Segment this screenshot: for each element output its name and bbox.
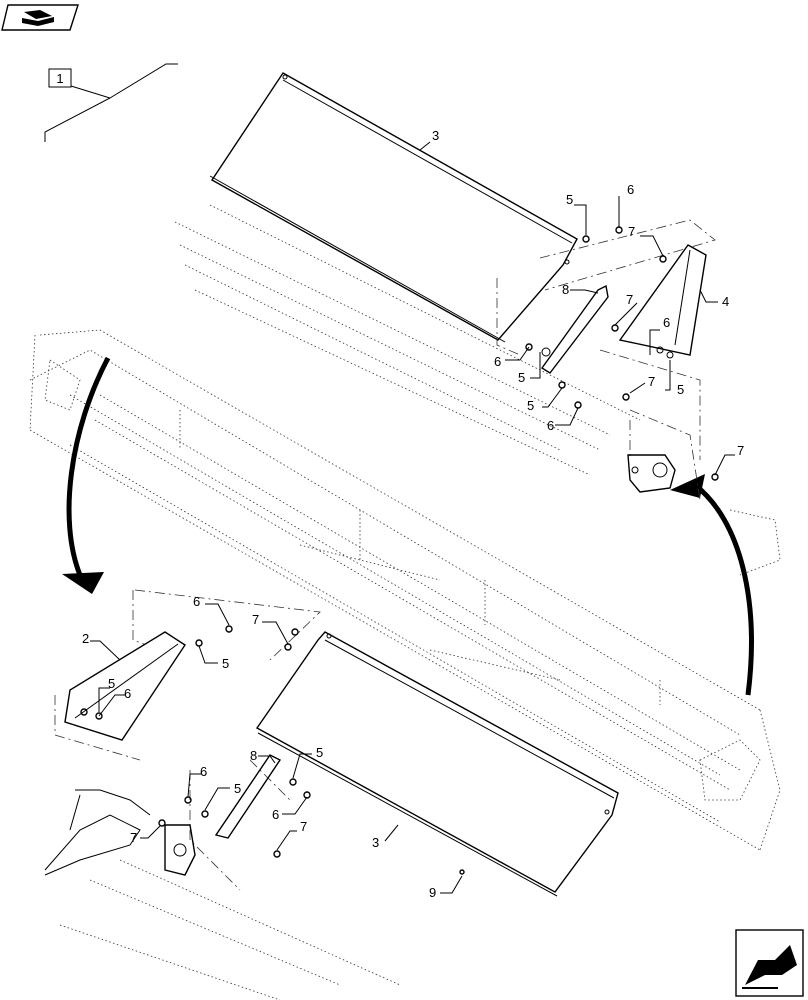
callout: 6 xyxy=(124,686,131,701)
header-frame xyxy=(29,329,781,851)
callout: 9 xyxy=(429,885,436,900)
callout: 5 xyxy=(518,370,525,385)
callout: 5 xyxy=(566,192,573,207)
callout: 3 xyxy=(432,128,439,143)
reference-callout-1: 1 xyxy=(44,63,178,142)
curved-arrow-right xyxy=(670,474,754,696)
arrow-next-icon[interactable] xyxy=(735,929,804,997)
lower-shield-panel xyxy=(255,631,619,897)
callout: 5 xyxy=(316,745,323,760)
callout: 8 xyxy=(562,282,569,297)
callout: 6 xyxy=(627,182,634,197)
frame-dotted-lines xyxy=(59,204,641,1000)
callout: 6 xyxy=(193,594,200,609)
callout: 6 xyxy=(547,418,554,433)
leader-lines xyxy=(90,141,735,894)
callout: 7 xyxy=(737,443,744,458)
callout: 7 xyxy=(252,612,259,627)
lower-bracket-8 xyxy=(214,754,282,839)
lower-pivot-block xyxy=(44,789,196,876)
callout: 5 xyxy=(108,676,115,691)
callout: 6 xyxy=(494,354,501,369)
callout: 5 xyxy=(234,781,241,796)
callout: 2 xyxy=(82,631,89,646)
callout: 7 xyxy=(648,374,655,389)
callout: 8 xyxy=(250,748,257,763)
callout: 6 xyxy=(200,764,207,779)
callout: 7 xyxy=(300,819,307,834)
lower-fasteners xyxy=(80,625,465,875)
callout: 5 xyxy=(677,382,684,397)
upper-shield-panel xyxy=(209,72,578,343)
callout: 4 xyxy=(722,294,729,309)
lower-bracket-2 xyxy=(64,631,186,741)
callout: 6 xyxy=(663,315,670,330)
upper-bracket-4 xyxy=(618,244,707,359)
callout: 7 xyxy=(628,224,635,239)
upper-bracket-8 xyxy=(540,284,609,374)
callout-numbers: 3 5 6 7 8 7 4 6 6 5 5 7 5 6 7 6 7 5 2 5 … xyxy=(82,128,744,900)
book-pointer-icon[interactable] xyxy=(1,4,79,31)
ref-label: 1 xyxy=(56,71,63,86)
callout: 7 xyxy=(130,830,137,845)
curved-arrow-left xyxy=(62,356,111,594)
callout: 5 xyxy=(527,398,534,413)
callout: 7 xyxy=(626,292,633,307)
callout: 5 xyxy=(222,656,229,671)
upper-pivot-block xyxy=(627,454,676,493)
callout: 6 xyxy=(272,807,279,822)
callout: 3 xyxy=(372,835,379,850)
upper-assembly-outline xyxy=(496,219,716,501)
